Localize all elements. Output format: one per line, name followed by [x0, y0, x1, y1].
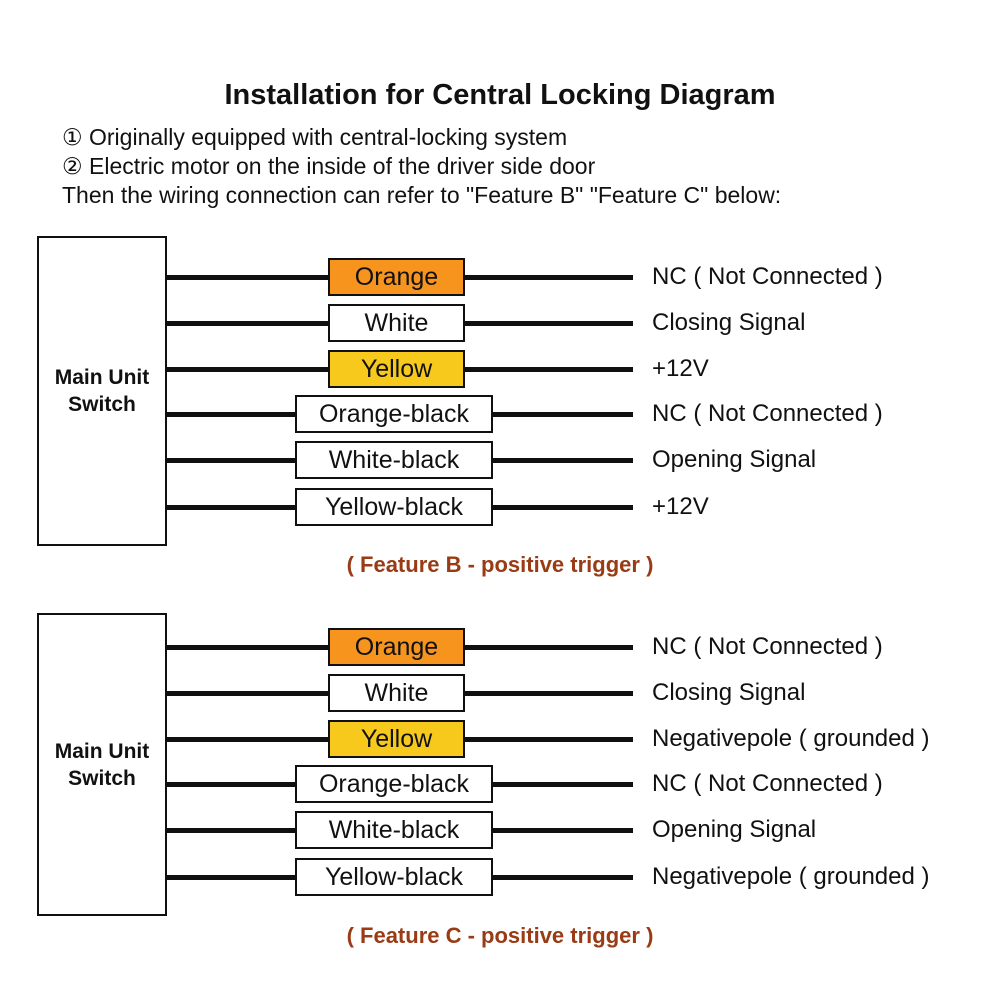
wire-color-label: White [328, 674, 465, 712]
wire-segment-right [465, 367, 633, 372]
page-title: Installation for Central Locking Diagram [224, 79, 776, 111]
wire-function-label: NC ( Not Connected ) [652, 263, 883, 290]
wire-function-label: Closing Signal [652, 309, 806, 336]
wire-row-orange: Orange NC ( Not Connected ) [0, 628, 1000, 666]
notes-block: ① Originally equipped with central-locki… [62, 123, 781, 210]
wire-segment-right [493, 505, 633, 510]
wire-segment-left [167, 275, 330, 280]
wire-segment-left [167, 691, 330, 696]
wire-color-label: Orange [328, 628, 465, 666]
wire-function-label: NC ( Not Connected ) [652, 770, 883, 797]
wire-segment-right [465, 691, 633, 696]
wire-function-label: Negativepole ( grounded ) [652, 863, 930, 890]
note-line-2: ② Electric motor on the inside of the dr… [62, 153, 596, 179]
wire-color-label: Orange-black [295, 765, 493, 803]
wire-segment-right [493, 875, 633, 880]
wire-color-label: Yellow-black [295, 488, 493, 526]
wire-row-yellow: Yellow +12V [0, 350, 1000, 388]
wire-row-orange-black: Orange-black NC ( Not Connected ) [0, 765, 1000, 803]
wire-row-yellow-black: Yellow-black Negativepole ( grounded ) [0, 858, 1000, 896]
wire-segment-left [167, 782, 297, 787]
wire-segment-right [465, 275, 633, 280]
wire-function-label: Closing Signal [652, 679, 806, 706]
wire-segment-left [167, 875, 297, 880]
wire-row-white-black: White-black Opening Signal [0, 811, 1000, 849]
wire-row-yellow: Yellow Negativepole ( grounded ) [0, 720, 1000, 758]
wire-function-label: Opening Signal [652, 816, 817, 843]
note-line-1: ① Originally equipped with central-locki… [62, 124, 568, 150]
wire-function-label: Opening Signal [652, 446, 817, 473]
wire-segment-right [493, 458, 633, 463]
wire-segment-left [167, 505, 297, 510]
wire-segment-left [167, 737, 330, 742]
wire-row-white: White Closing Signal [0, 674, 1000, 712]
wire-row-white: White Closing Signal [0, 304, 1000, 342]
wire-row-orange-black: Orange-black NC ( Not Connected ) [0, 395, 1000, 433]
wire-segment-right [493, 828, 633, 833]
wire-segment-left [167, 645, 330, 650]
wire-function-label: +12V [652, 355, 709, 382]
wire-row-orange: Orange NC ( Not Connected ) [0, 258, 1000, 296]
main-unit-switch-box: Main Unit Switch [37, 236, 167, 546]
wire-row-white-black: White-black Opening Signal [0, 441, 1000, 479]
wire-segment-right [465, 737, 633, 742]
feature-b-caption: ( Feature B - positive trigger ) [346, 552, 654, 577]
wire-row-yellow-black: Yellow-black +12V [0, 488, 1000, 526]
feature-c-caption: ( Feature C - positive trigger ) [346, 923, 654, 948]
note-line-3: Then the wiring connection can refer to … [62, 182, 782, 208]
wire-color-label: Yellow [328, 720, 465, 758]
wire-segment-left [167, 412, 297, 417]
wire-color-label: White-black [295, 811, 493, 849]
wire-segment-left [167, 458, 297, 463]
wire-segment-right [465, 321, 633, 326]
wire-segment-left [167, 828, 297, 833]
wire-color-label: White [328, 304, 465, 342]
main-unit-switch-label: Main Unit Switch [54, 366, 150, 416]
wire-segment-left [167, 321, 330, 326]
wire-segment-left [167, 367, 330, 372]
wire-segment-right [493, 782, 633, 787]
wire-function-label: Negativepole ( grounded ) [652, 725, 930, 752]
wire-color-label: Orange [328, 258, 465, 296]
wire-function-label: NC ( Not Connected ) [652, 400, 883, 427]
wire-color-label: White-black [295, 441, 493, 479]
wire-segment-right [493, 412, 633, 417]
wire-function-label: +12V [652, 493, 709, 520]
main-unit-switch-label: Main Unit Switch [54, 739, 150, 790]
wire-color-label: Yellow-black [295, 858, 493, 896]
wire-color-label: Orange-black [295, 395, 493, 433]
wire-function-label: NC ( Not Connected ) [652, 633, 883, 660]
main-unit-switch-box: Main Unit Switch [37, 613, 167, 916]
wire-segment-right [465, 645, 633, 650]
wire-color-label: Yellow [328, 350, 465, 388]
